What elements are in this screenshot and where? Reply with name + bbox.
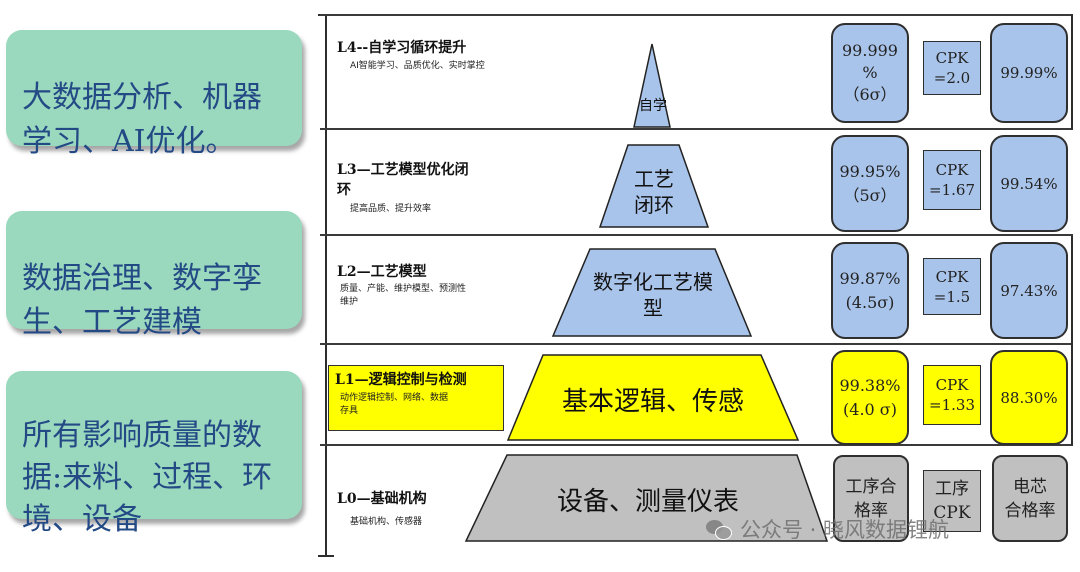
- yield-card-l4: 99.999 % （6σ）: [831, 23, 909, 123]
- pyramid-tier-l4: [633, 43, 671, 128]
- cell-yield-card-l3: 99.54%: [990, 135, 1068, 232]
- cpk-value-l2: CPK =1.5: [933, 267, 971, 306]
- cpk-card-l4: CPK =2.0: [923, 41, 981, 95]
- yield-card-l2: 99.87% (4.5σ): [831, 242, 909, 339]
- cell-yield-card-l2: 97.43%: [990, 242, 1068, 339]
- pyramid-tier-l1: [506, 354, 800, 441]
- cell-yield-card-l0: 电芯 合格率: [992, 455, 1068, 542]
- yield-card-l1: 99.38% (4.0 σ): [831, 350, 909, 445]
- row-divider-3: [320, 343, 1073, 345]
- level-title-l1: L1—逻辑控制与检测: [335, 372, 467, 388]
- watermark: 公众号 · 晓风数据锂航: [706, 516, 949, 542]
- callout-data-governance: 数据治理、数字孪 生、工艺建模: [6, 211, 302, 340]
- pyramid-tier-l3: [598, 144, 710, 228]
- cell-yield-value-l2: 97.43%: [1000, 281, 1058, 300]
- cell-yield-label-l0: 电芯 合格率: [1004, 476, 1056, 521]
- yield-value-l3: 99.95% （5σ）: [839, 161, 901, 205]
- level-title-l4: L4--自学习循环提升: [337, 40, 467, 56]
- pyramid-label-l1: 基本逻辑、传感: [520, 362, 786, 436]
- callout-quality-data-text: 所有影响质量的数 据:来料、过程、环 境、设备: [22, 418, 273, 537]
- pyramid-label-l1-text: 基本逻辑、传感: [561, 386, 744, 417]
- cell-yield-card-l1: 88.30%: [990, 350, 1068, 445]
- level-subtitle-l4: AI智能学习、品质优化、实时掌控: [350, 61, 485, 71]
- pyramid-label-l2-text: 数字化工艺模 型: [593, 270, 713, 320]
- cpk-card-l3: CPK =1.67: [923, 150, 981, 210]
- row-divider-4: [320, 444, 1073, 446]
- wechat-icon: [706, 518, 732, 540]
- cell-yield-value-l1: 88.30%: [1000, 388, 1058, 407]
- row-divider-top: [320, 14, 1073, 16]
- level-title-l3: L3—工艺模型优化闭 环: [337, 162, 469, 198]
- level-subtitle-l3: 提高品质、提升效率: [350, 204, 432, 214]
- yield-value-l1: 99.38% (4.0 σ): [839, 375, 901, 419]
- cpk-value-l4: CPK =2.0: [933, 49, 971, 87]
- pyramid-label-l0: 设备、测量仪表: [480, 462, 816, 536]
- pyramid-label-l4-text: 自学: [639, 97, 667, 114]
- cpk-card-l2: CPK =1.5: [923, 258, 981, 315]
- cell-yield-value-l3: 99.54%: [1000, 174, 1058, 193]
- level-subtitle-l1: 动作逻辑控制、网络、数据 存具: [340, 393, 449, 416]
- cpk-value-l3: CPK =1.67: [929, 161, 975, 199]
- cpk-value-l1: CPK =1.33: [929, 376, 975, 414]
- cpk-label-l0: 工序 CPK: [933, 479, 971, 523]
- callout-data-governance-text: 数据治理、数字孪 生、工艺建模: [22, 261, 262, 340]
- row-divider-2: [320, 234, 1073, 236]
- callout-ai-text: 大数据分析、机器 学习、AI优化。: [22, 80, 262, 159]
- callout-ai: 大数据分析、机器 学习、AI优化。: [6, 30, 302, 159]
- right-border-line: [1071, 236, 1073, 445]
- level-label-box-l1: [328, 365, 504, 431]
- cell-yield-card-l4: 99.99%: [990, 23, 1068, 123]
- yield-card-l3: 99.95% （5σ）: [831, 135, 909, 232]
- level-title-l2: L2—工艺模型: [337, 264, 427, 280]
- pyramid-label-l0-text: 设备、测量仪表: [556, 486, 739, 517]
- vertical-axis-line: [325, 14, 327, 557]
- right-border-line: [1071, 14, 1073, 130]
- pyramid-label-l4: 自学: [636, 84, 670, 128]
- level-title-l0: L0—基础机构: [337, 491, 427, 507]
- pyramid-label-l2: 数字化工艺模 型: [568, 260, 738, 330]
- pyramid-tier-l0: [464, 454, 829, 542]
- yield-label-l0: 工序合 格率: [845, 476, 897, 521]
- level-subtitle-l0: 基础机构、传感器: [350, 517, 423, 527]
- yield-value-l2: 99.87% (4.5σ): [839, 268, 901, 312]
- pyramid-tier-l2: [551, 248, 753, 337]
- watermark-text: 公众号 · 晓风数据锂航: [740, 518, 950, 542]
- pyramid-label-l3: 工艺 闭环: [610, 160, 698, 224]
- callout-quality-data: 所有影响质量的数 据:来料、过程、环 境、设备: [6, 371, 302, 537]
- cpk-card-l0: 工序 CPK: [923, 470, 981, 532]
- yield-value-l4: 99.999 % （6σ）: [842, 41, 898, 104]
- pyramid-label-l3-text: 工艺 闭环: [634, 167, 674, 217]
- row-divider-1: [320, 128, 1073, 130]
- cpk-card-l1: CPK =1.33: [923, 365, 981, 425]
- cell-yield-value-l4: 99.99%: [1000, 64, 1058, 82]
- yield-card-l0: 工序合 格率: [833, 455, 909, 542]
- axis-tick-bottom: [318, 555, 334, 557]
- level-subtitle-l2: 质量、产能、维护模型、预测性 维护: [340, 284, 467, 307]
